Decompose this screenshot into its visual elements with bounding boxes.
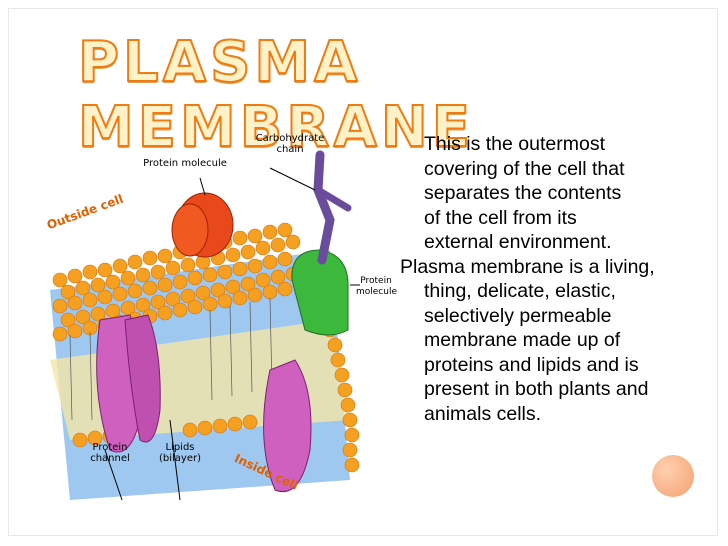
paragraph-2: Plasma membrane is a living, thing, deli… — [400, 255, 655, 425]
paragraph-1: This is the outermost covering of the ce… — [392, 132, 692, 255]
paragraph-1-line-2: covering of the cell that — [424, 157, 625, 180]
label-carbohydrate-chain: Carbohydrate chain — [255, 133, 325, 155]
label-protein-molecule-right: Protein molecule — [356, 276, 398, 297]
label-lipids-bilayer: Lipids (bilayer) — [158, 442, 202, 464]
label-protein-molecule-top: Protein molecule — [143, 158, 227, 169]
label-protein-channel: Protein channel — [90, 442, 130, 464]
paragraph-1-line-3: separates the contents — [424, 182, 622, 204]
slide-frame — [8, 8, 718, 536]
slide-body-text: This is the outermost covering of the ce… — [392, 132, 692, 426]
slide-title: PLASMA MEMBRANE — [77, 29, 474, 161]
decorative-circle — [652, 455, 694, 497]
paragraph-1-line-4: of the cell from its — [424, 206, 577, 229]
paragraph-1-line-1: This is the outermost — [424, 133, 605, 155]
cell-membrane-diagram — [50, 150, 360, 501]
paragraph-1-line-5: external environment. — [424, 231, 612, 253]
